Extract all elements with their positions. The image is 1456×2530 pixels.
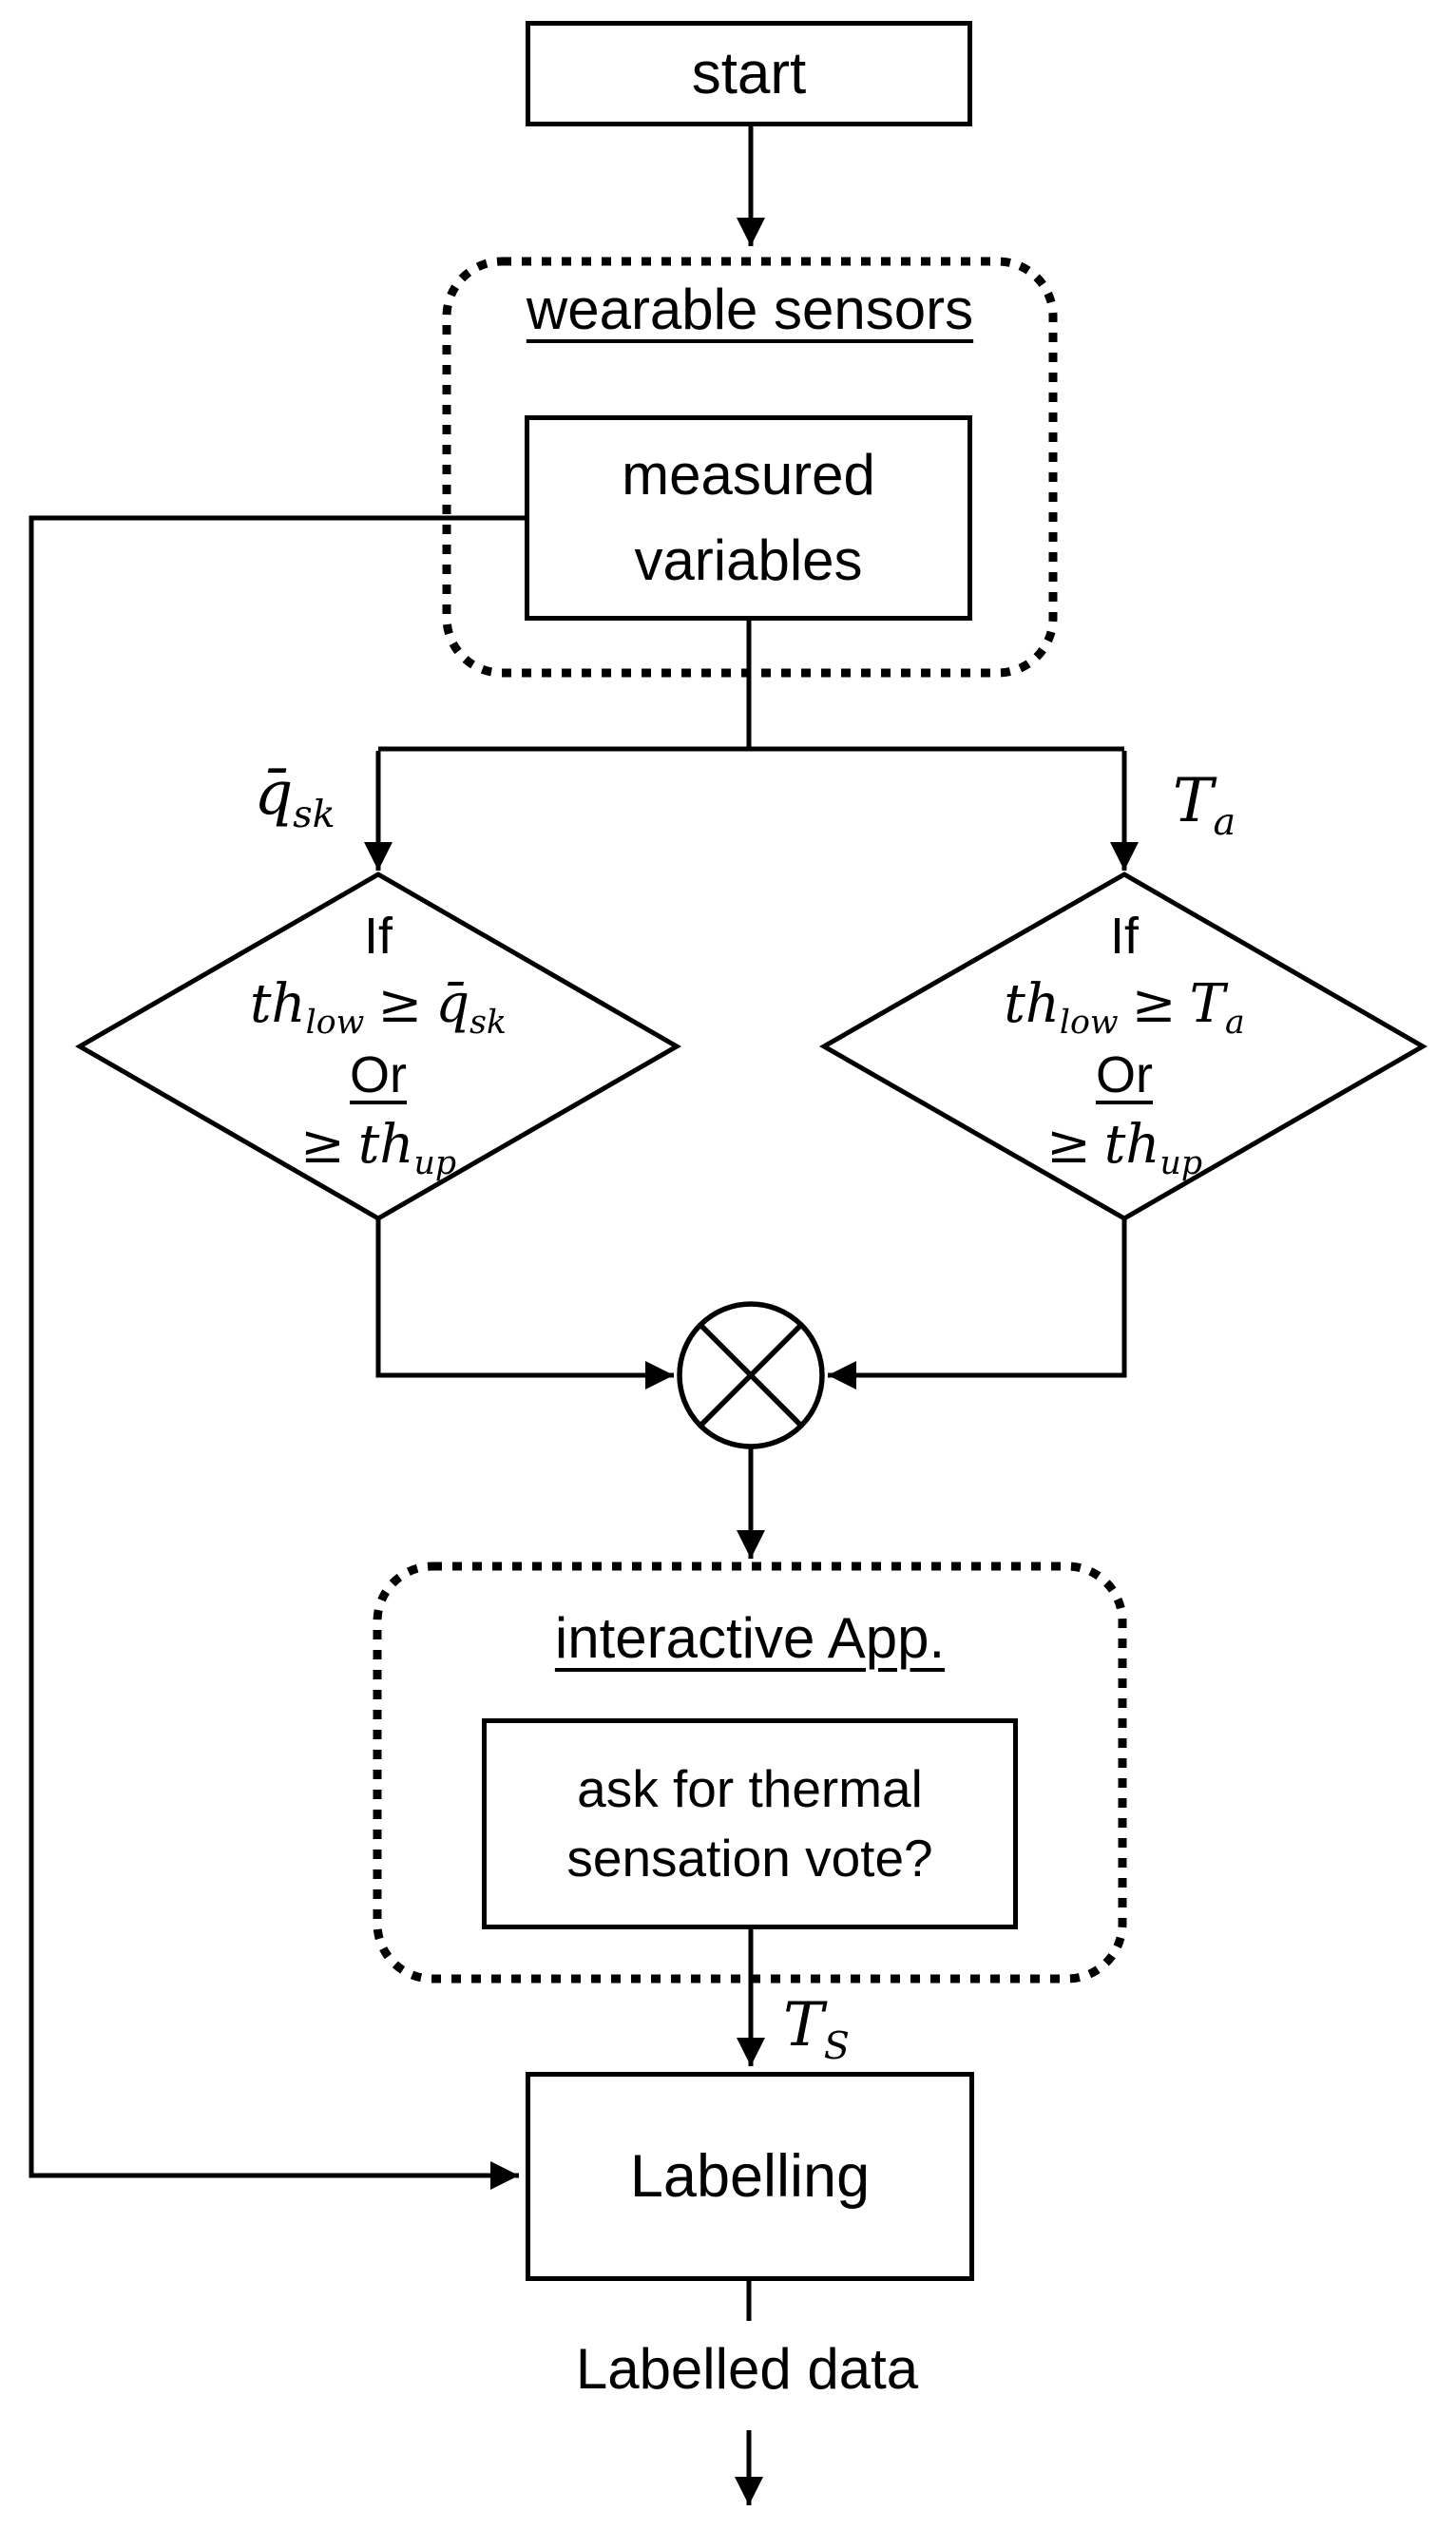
left-th-sub: low [305,1004,365,1043]
right-diamond-to-junction-arrow [828,1218,1127,1390]
ta-base: T [1172,766,1214,836]
right-geq-icon: ≥ [1131,973,1177,1035]
right-condition2-line: ≥thup [887,1108,1362,1182]
left-or-line: Or [141,1042,616,1108]
right-or-label: Or [1096,1046,1153,1103]
right-diamond-condition-text: If thlow≥Ta Or ≥thup [887,905,1362,1182]
left-geq-icon: ≥ [377,973,423,1035]
interactive-app-container-border [373,1562,1127,1984]
ts-subscript: S [823,2023,850,2068]
left-diamond-condition-text: If thlow≥q̄sk Or ≥thup [141,905,616,1182]
left-th2: th [357,1114,414,1176]
qsk-branch-label: q̄sk [209,758,380,834]
ta-subscript: a [1213,799,1236,844]
ta-branch-label: Ta [1133,766,1275,841]
qsk-base: q̄ [254,758,294,829]
interactive-app-title: interactive App. [554,1606,946,1670]
left-geq2-icon: ≥ [299,1114,345,1176]
left-condition2-line: ≥thup [141,1108,616,1182]
ts-output-label: TS [783,1990,935,2065]
ask-line1: ask for thermal [577,1759,923,1818]
right-geq2-icon: ≥ [1045,1114,1091,1176]
left-or-label: Or [350,1046,407,1103]
left-var-sub: sk [469,1004,507,1043]
left-th: th [250,973,306,1035]
junction-cross-line-2 [699,1323,803,1428]
wearable-sensors-title: wearable sensors [526,278,974,341]
right-var: T [1189,973,1225,1035]
measured-variables-node: measured variables [525,415,972,621]
left-var: q̄ [435,973,470,1035]
feedback-line-to-labelling-arrow [29,515,525,2190]
left-if-label: If [363,908,393,965]
labelling-label: Labelling [629,2143,871,2210]
labelling-node: Labelling [526,2072,974,2281]
right-or-line: Or [887,1042,1362,1108]
right-th-sub: low [1059,1004,1119,1043]
ts-base: T [783,1990,824,2060]
right-th: th [1004,973,1060,1035]
measured-variables-line1: measured [622,443,875,507]
left-condition-line: thlow ≥q̄sk [141,968,616,1042]
right-th2-sub: up [1159,1144,1203,1183]
right-var-sub: a [1224,1004,1245,1043]
right-if-label: If [1109,908,1139,965]
ask-thermal-vote-node: ask for thermal sensation vote? [482,1718,1018,1929]
measured-variables-line2: variables [634,528,863,592]
right-th2: th [1103,1114,1160,1176]
ask-line2: sensation vote? [566,1829,933,1888]
crossed-circle-junction [677,1301,825,1449]
qsk-subscript: sk [293,792,335,836]
start-label: start [691,41,807,106]
left-th2-sub: up [413,1144,457,1183]
right-condition-line: thlow ≥Ta [887,968,1362,1042]
start-node: start [526,21,972,126]
labelled-data-label: Labelled data [575,2337,919,2401]
left-diamond-to-junction-arrow [375,1218,674,1390]
